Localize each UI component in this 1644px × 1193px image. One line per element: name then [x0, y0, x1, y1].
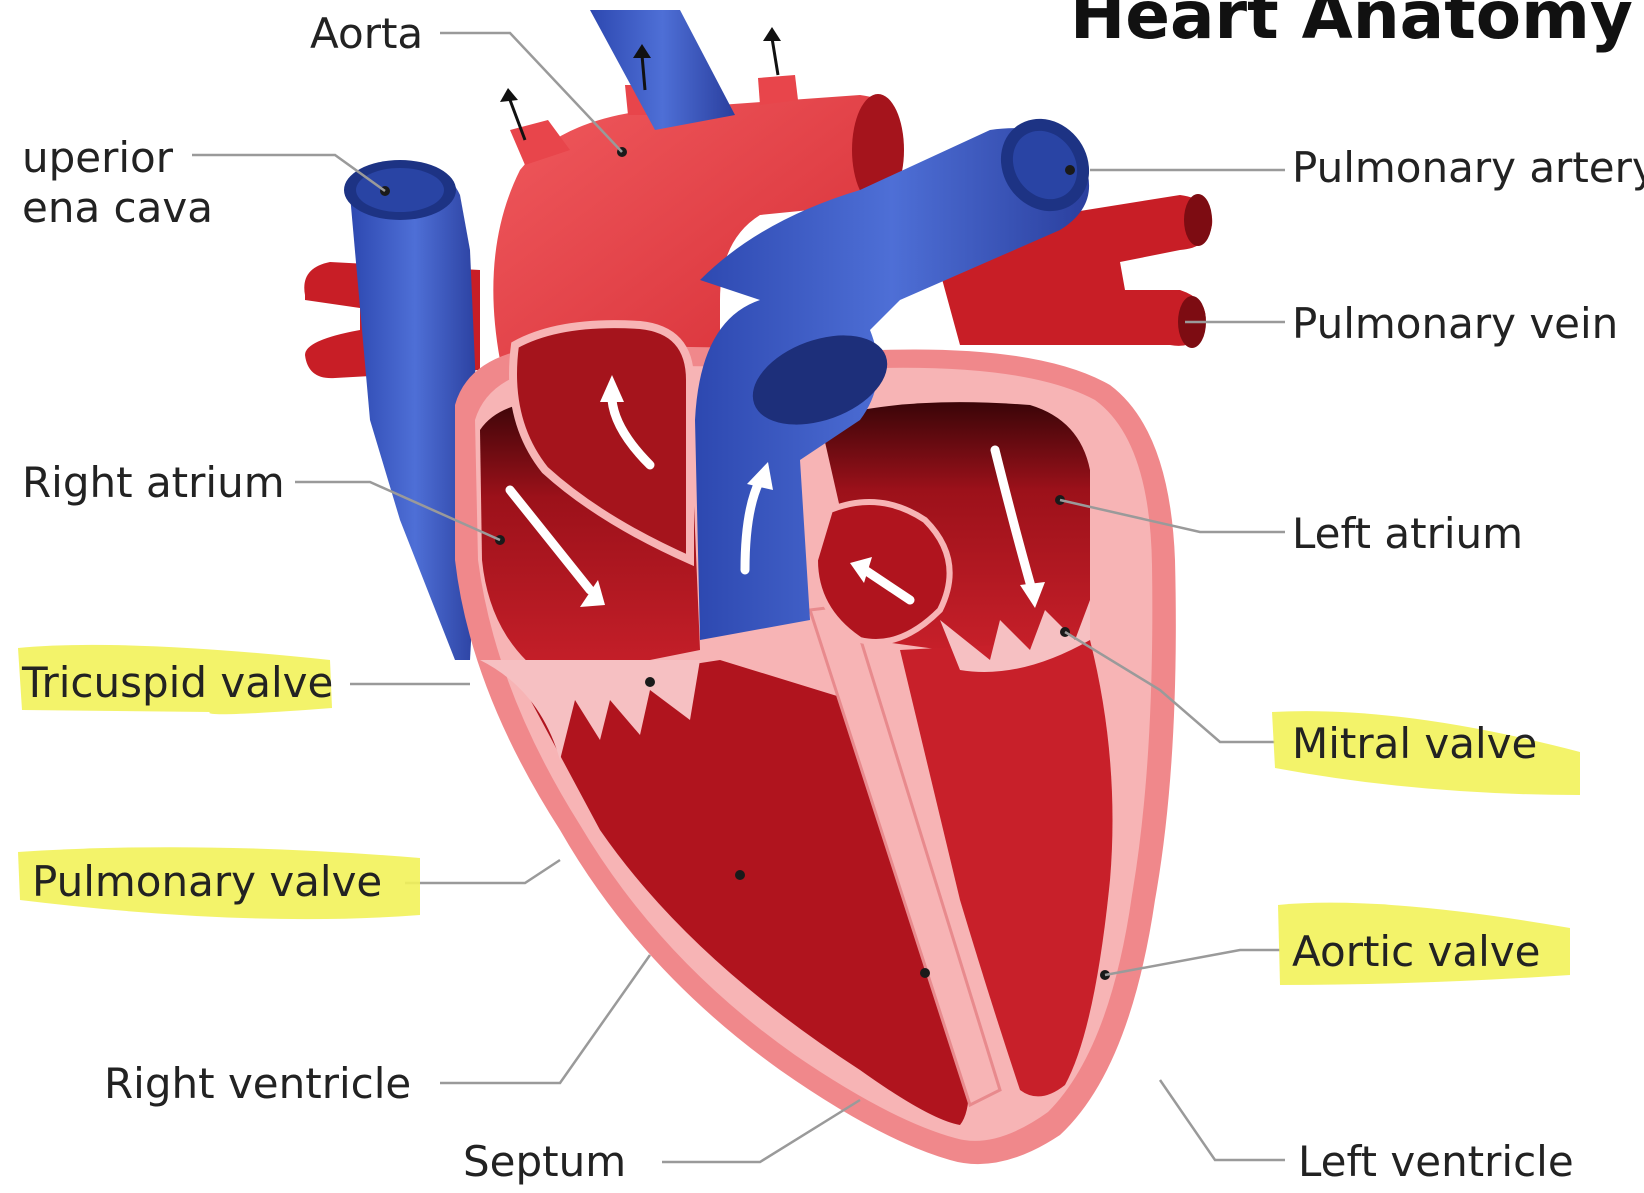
label-pulmonary-vein: Pulmonary vein [1292, 299, 1618, 348]
diagram-title: Heart Anatomy [1070, 0, 1633, 54]
label-pulmonary-valve: Pulmonary valve [32, 857, 382, 906]
label-right-ventricle: Right ventricle [104, 1059, 411, 1108]
label-mitral-valve: Mitral valve [1292, 719, 1537, 768]
label-left-atrium: Left atrium [1292, 509, 1523, 558]
label-right-atrium: Right atrium [22, 458, 285, 507]
aortic-valve-shape [815, 502, 950, 642]
label-pulmonary-artery: Pulmonary artery [1292, 143, 1644, 192]
label-aorta: Aorta [310, 9, 423, 58]
vessel-upper-blue [590, 10, 735, 130]
label-superior-vena-cava-line1: uperior [22, 133, 174, 182]
label-septum: Septum [463, 1137, 626, 1186]
heart-illustration [304, 10, 1212, 1164]
label-left-ventricle: Left ventricle [1298, 1137, 1574, 1186]
label-tricuspid-valve: Tricuspid valve [21, 658, 333, 707]
label-aortic-valve: Aortic valve [1292, 927, 1541, 976]
label-superior-vena-cava-line2: ena cava [22, 183, 213, 232]
